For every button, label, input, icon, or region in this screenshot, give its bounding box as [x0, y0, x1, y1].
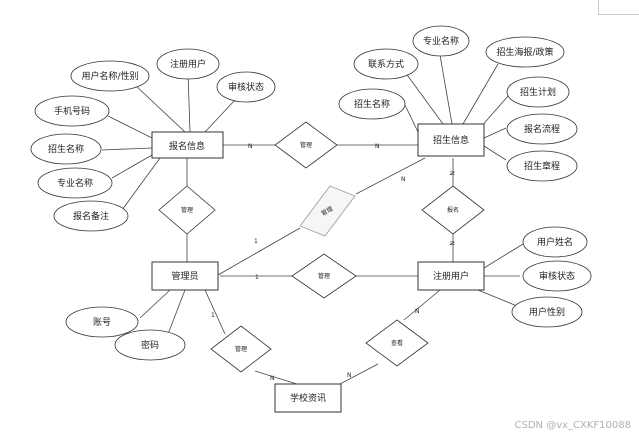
attr-label: 密码 — [141, 339, 159, 351]
attr-ellipse — [522, 260, 592, 292]
attr-label: 报名流程 — [524, 123, 560, 135]
entity-admin: 管理员 — [171, 270, 198, 282]
attr-label: 审核状态 — [539, 270, 575, 282]
rel-label: 管理 — [181, 206, 193, 214]
attr-ellipse — [65, 306, 139, 338]
attr-ellipse — [412, 25, 470, 57]
connector — [483, 145, 507, 161]
attr-ellipse — [506, 150, 578, 182]
attr-ellipse — [53, 200, 129, 232]
cardinality: 1 — [211, 312, 215, 319]
connector — [101, 147, 153, 151]
rel-label: 管理 — [300, 141, 312, 149]
connector — [403, 289, 441, 321]
connector — [404, 71, 444, 125]
attr-label: 招生名称 — [48, 143, 84, 155]
attr-label: 报名备注 — [73, 210, 109, 222]
attr-label: 招生章程 — [524, 160, 560, 172]
entity-school: 学校资讯 — [290, 392, 326, 404]
attr-label: 手机号码 — [54, 105, 90, 117]
attr-ellipse — [353, 48, 419, 80]
connector — [439, 54, 453, 125]
connector — [339, 363, 379, 385]
attr-ellipse — [34, 95, 110, 127]
attr-ellipse — [522, 226, 588, 258]
cardinality: N — [270, 375, 275, 382]
attr-label: 用户名称/性别 — [81, 70, 138, 82]
cardinality: N — [401, 176, 406, 183]
entity-user-box — [417, 261, 485, 291]
entity-school-box — [274, 383, 342, 413]
cardinality: N — [448, 241, 455, 246]
connector — [254, 370, 301, 386]
entity-baoming: 报名信息 — [169, 140, 205, 152]
page-corner-line — [598, 0, 639, 15]
connector — [204, 99, 236, 133]
attr-ellipse — [30, 133, 102, 165]
connector — [139, 289, 171, 319]
cardinality: 1 — [255, 274, 259, 281]
entity-zhaosheng: 招生信息 — [433, 134, 469, 146]
rel-label: 报名 — [447, 206, 459, 214]
attr-ellipse — [156, 48, 220, 80]
entity-admin-box — [151, 261, 219, 291]
cardinality: 1 — [254, 238, 258, 245]
connector — [355, 157, 426, 195]
rel-label: 查看 — [391, 339, 403, 347]
attr-label: 招生名称 — [354, 98, 390, 110]
connector — [111, 154, 153, 179]
attr-label: 账号 — [93, 317, 111, 328]
rel-label: 管理 — [235, 345, 247, 353]
attr-ellipse — [506, 76, 570, 108]
relationship-diamond — [421, 185, 485, 235]
cardinality: N — [375, 143, 380, 150]
attr-label: 专业名称 — [423, 35, 459, 47]
attr-label: 用户姓名 — [537, 236, 573, 248]
relationship-diamond — [274, 121, 338, 169]
attr-label: 注册用户 — [170, 58, 206, 70]
attr-label: 招生计划 — [520, 86, 556, 98]
connector — [167, 289, 186, 335]
attr-label: 招生海报/政策 — [496, 46, 553, 58]
connector — [187, 72, 191, 133]
attr-label: 专业名称 — [57, 177, 93, 189]
relationship-diamond-center — [299, 185, 356, 237]
connector — [479, 95, 509, 129]
attr-label: 用户性别 — [529, 306, 565, 318]
entity-baoming-box — [151, 131, 224, 159]
attr-label: 审核状态 — [228, 81, 264, 93]
attr-ellipse — [506, 113, 578, 145]
connector — [462, 63, 499, 125]
attr-ellipse — [216, 71, 276, 103]
attr-ellipse — [70, 60, 150, 92]
connector — [121, 157, 161, 211]
cardinality: N — [347, 372, 352, 379]
watermark: CSDN @vx_CXKF10088 — [515, 420, 631, 431]
connector — [483, 243, 524, 269]
attr-ellipse — [338, 88, 406, 120]
attr-label: 联系方式 — [368, 58, 404, 70]
attr-ellipse — [114, 329, 186, 361]
connector — [204, 289, 226, 335]
entity-zhaosheng-box — [417, 123, 485, 157]
relationship-diamond — [291, 253, 357, 299]
attr-ellipse — [485, 36, 565, 68]
connector — [107, 115, 153, 139]
cardinality: N — [448, 171, 455, 176]
attr-ellipse — [511, 296, 583, 328]
relationship-diamond — [365, 319, 429, 367]
rel-label: 管理 — [318, 272, 330, 280]
connector — [217, 227, 301, 276]
relationship-diamond — [210, 325, 272, 373]
relationship-diamond — [158, 185, 216, 235]
connector — [404, 104, 419, 133]
entity-user: 注册用户 — [433, 270, 469, 282]
cardinality: N — [248, 143, 253, 150]
connector — [483, 127, 507, 139]
connector — [477, 289, 518, 307]
connector — [134, 84, 186, 133]
cardinality: N — [415, 308, 420, 315]
attr-ellipse — [37, 167, 113, 199]
